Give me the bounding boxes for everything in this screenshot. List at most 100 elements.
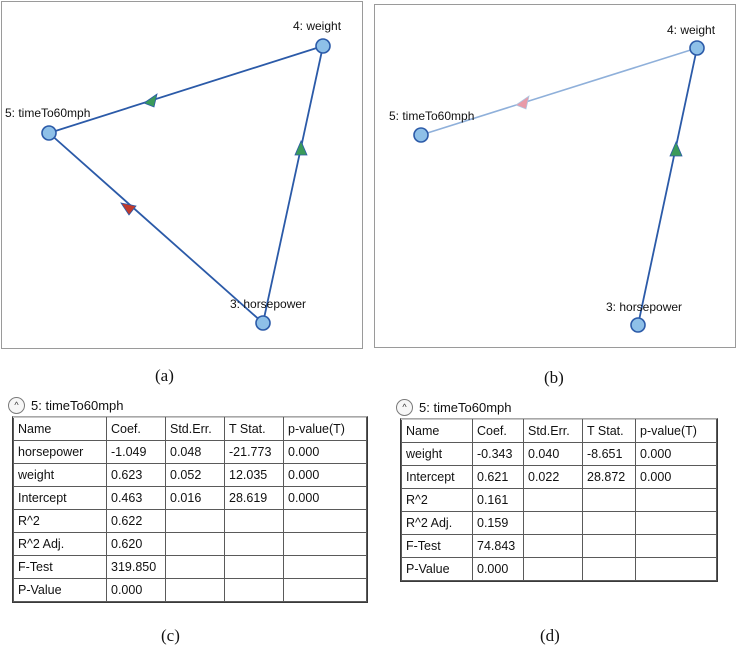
column-header[interactable]: Name: [13, 417, 107, 441]
column-header[interactable]: Std.Err.: [165, 417, 225, 441]
value-cell: 0.048: [165, 440, 225, 464]
caption-b: (b): [544, 368, 564, 387]
value-cell: 0.000: [283, 486, 367, 510]
collapse-chevron-icon[interactable]: ^: [8, 396, 25, 414]
value-cell: [635, 511, 717, 535]
value-cell: [635, 534, 717, 558]
value-cell: [523, 534, 583, 558]
row-name-cell: F-Test: [401, 534, 473, 558]
arrowhead-horsepower-to-time: [120, 202, 137, 216]
value-cell: 0.022: [523, 465, 583, 489]
value-cell: 0.016: [165, 486, 225, 510]
value-cell: [635, 488, 717, 512]
row-name-cell: weight: [401, 442, 473, 466]
arrowhead-horsepower-to-weight: [294, 139, 308, 156]
column-header[interactable]: p-value(T): [283, 417, 367, 441]
value-cell: 0.161: [472, 488, 524, 512]
row-name-cell: Intercept: [13, 486, 107, 510]
edge-horsepower-to-weight[interactable]: [637, 47, 698, 326]
node-label-time: 5: timeTo60mph: [389, 109, 474, 123]
row-name-cell: R^2: [13, 509, 107, 533]
collapse-chevron-icon[interactable]: ^: [396, 398, 413, 416]
value-cell: -0.343: [472, 442, 524, 466]
value-cell: 0.000: [635, 442, 717, 466]
value-cell: 319.850: [106, 555, 166, 579]
row-name-cell: horsepower: [13, 440, 107, 464]
value-cell: 0.622: [106, 509, 166, 533]
value-cell: [582, 534, 636, 558]
table-row: R^2 Adj.0.620: [13, 532, 367, 556]
regression-title: 5: timeTo60mph: [419, 399, 512, 415]
column-header[interactable]: T Stat.: [224, 417, 284, 441]
edge-weight-to-time[interactable]: [420, 47, 698, 136]
value-cell: 0.000: [283, 463, 367, 487]
value-cell: 0.000: [472, 557, 524, 581]
value-cell: [523, 557, 583, 581]
value-cell: -21.773: [224, 440, 284, 464]
value-cell: 0.000: [283, 440, 367, 464]
value-cell: 28.872: [582, 465, 636, 489]
value-cell: [165, 555, 225, 579]
value-cell: [283, 555, 367, 579]
edge-horsepower-to-weight[interactable]: [262, 45, 324, 324]
value-cell: [283, 509, 367, 533]
node-time[interactable]: [41, 125, 57, 141]
node-horsepower[interactable]: [630, 317, 646, 333]
node-label-weight: 4: weight: [293, 19, 342, 33]
value-cell: 0.040: [523, 442, 583, 466]
value-cell: -8.651: [582, 442, 636, 466]
value-cell: [224, 509, 284, 533]
row-name-cell: R^2 Adj.: [13, 532, 107, 556]
value-cell: [523, 511, 583, 535]
node-horsepower[interactable]: [255, 315, 271, 331]
column-header[interactable]: Std.Err.: [523, 419, 583, 443]
value-cell: 0.159: [472, 511, 524, 535]
regression-title: 5: timeTo60mph: [31, 397, 124, 413]
column-header[interactable]: T Stat.: [582, 419, 636, 443]
value-cell: [635, 557, 717, 581]
regression-header: ^ 5: timeTo60mph: [8, 394, 368, 416]
value-cell: [224, 578, 284, 602]
caption-d: (d): [540, 626, 560, 645]
value-cell: 28.619: [224, 486, 284, 510]
value-cell: 0.623: [106, 463, 166, 487]
edge-weight-to-time[interactable]: [48, 45, 324, 134]
node-weight[interactable]: [689, 40, 705, 56]
column-header[interactable]: Coef.: [472, 419, 524, 443]
edge-horsepower-to-time[interactable]: [48, 132, 264, 324]
node-time[interactable]: [413, 127, 429, 143]
value-cell: [582, 488, 636, 512]
value-cell: 0.463: [106, 486, 166, 510]
row-name-cell: F-Test: [13, 555, 107, 579]
node-weight[interactable]: [315, 38, 331, 54]
table-row: R^2 Adj.0.159: [401, 511, 717, 535]
value-cell: -1.049: [106, 440, 166, 464]
value-cell: 0.000: [106, 578, 166, 602]
value-cell: [283, 578, 367, 602]
column-header[interactable]: Coef.: [106, 417, 166, 441]
column-header[interactable]: p-value(T): [635, 419, 717, 443]
arrowhead-horsepower-to-weight: [669, 140, 683, 157]
node-label-weight: 4: weight: [667, 23, 716, 37]
column-header[interactable]: Name: [401, 419, 473, 443]
row-name-cell: weight: [13, 463, 107, 487]
node-label-time: 5: timeTo60mph: [5, 106, 90, 120]
arrowhead-weight-to-time: [515, 95, 530, 110]
graph-a-canvas: 4: weight 5: timeTo60mph 3: horsepower: [5, 19, 342, 331]
value-cell: 0.621: [472, 465, 524, 489]
graph-panel-b: 4: weight 5: timeTo60mph 3: horsepower: [374, 4, 736, 348]
row-name-cell: R^2: [401, 488, 473, 512]
value-cell: 0.620: [106, 532, 166, 556]
caption-a: (a): [155, 366, 174, 385]
value-cell: 0.052: [165, 463, 225, 487]
